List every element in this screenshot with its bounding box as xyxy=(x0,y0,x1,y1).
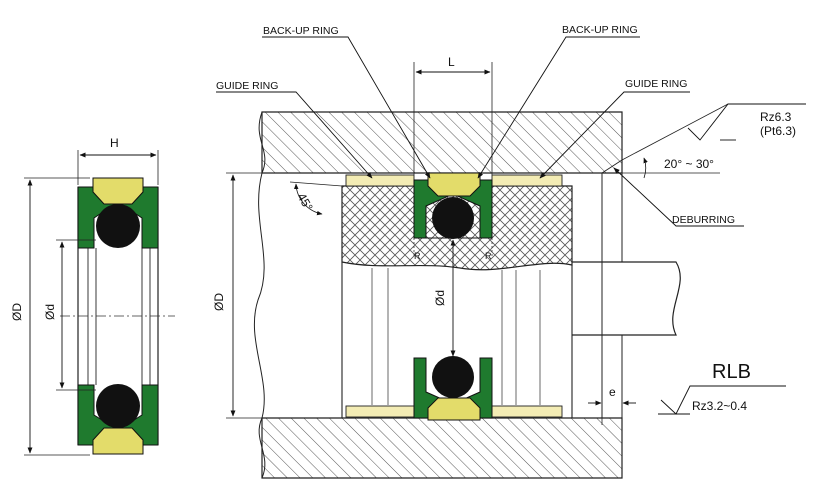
roughness-top-line2: (Pt6.3) xyxy=(760,123,797,138)
main-bottom-seal xyxy=(413,356,493,421)
dimension-od-main: ØD xyxy=(212,293,226,311)
dimension-id-left: Ød xyxy=(43,303,58,321)
main-top-seal xyxy=(413,172,493,239)
radius-right-label: R xyxy=(485,251,492,261)
dimension-od-left: ØD xyxy=(10,303,24,321)
roughness-symbols xyxy=(658,103,806,415)
callout-leaders xyxy=(216,36,744,227)
backup-ring-left-label: BACK-UP RING xyxy=(263,25,339,37)
left-bottom-seal xyxy=(77,384,159,455)
model-code-label: RLB xyxy=(712,361,751,383)
dimension-h: H xyxy=(110,136,119,150)
backup-ring-right-label: BACK-UP RING xyxy=(562,24,638,36)
deburring-label: DEBURRING xyxy=(672,214,736,226)
guide-ring-left-label: GUIDE RING xyxy=(216,80,279,92)
roughness-top-line1: Rz6.3 xyxy=(760,110,792,124)
dimension-id-main: Ød xyxy=(433,289,448,307)
guide-ring-right-label: GUIDE RING xyxy=(625,78,688,90)
lead-angle-label: 20° ~ 30° xyxy=(664,157,714,171)
left-top-seal xyxy=(77,177,159,249)
installed-assembly xyxy=(226,62,729,479)
left-seal-view xyxy=(24,150,175,456)
dimension-e: e xyxy=(609,385,616,399)
dimension-l: L xyxy=(448,55,455,69)
roughness-top-value: Rz6.3 (Pt6.3) xyxy=(760,110,797,139)
radius-left-label: R xyxy=(414,251,421,261)
roughness-bottom-value: Rz3.2~0.4 xyxy=(692,399,748,413)
